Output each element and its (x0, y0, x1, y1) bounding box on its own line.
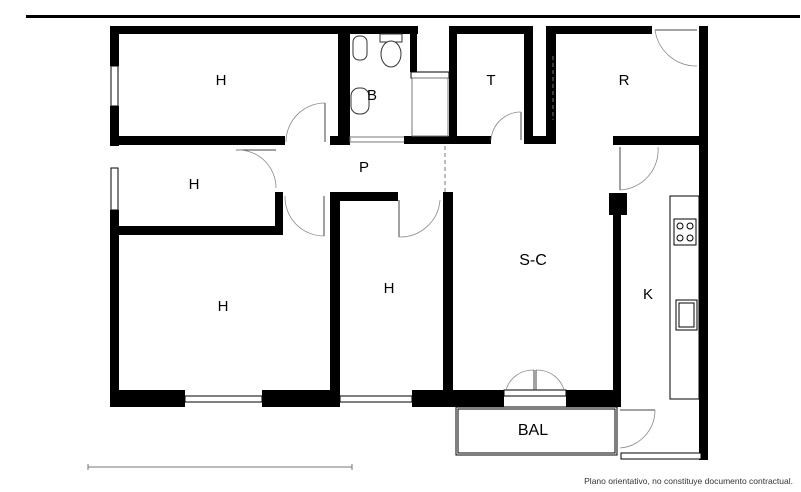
door-bedroom-2 (235, 149, 277, 189)
wall-toilet-storage (524, 26, 533, 142)
wall-bedroom4-top (330, 192, 398, 201)
wall-top-bath (346, 26, 418, 34)
room-label-bedroom-2: H (189, 176, 200, 193)
wall-bottom-bedroom3-left (110, 390, 185, 407)
wall-top-storage (546, 26, 652, 34)
room-label-bedroom-1: H (216, 72, 227, 89)
window-bottom-bedroom3 (184, 395, 263, 403)
door-bedroom-3 (284, 195, 325, 237)
wall-bedroom1-bath (338, 26, 350, 142)
door-balcony (503, 369, 567, 397)
door-bedroom-1 (285, 102, 326, 143)
balcony-outline (455, 406, 618, 456)
wall-storage-left (546, 26, 556, 142)
window-left-mid (110, 167, 119, 211)
window-bottom-bedroom4 (339, 395, 413, 403)
wall-bottom-bedroom3-right (262, 390, 340, 407)
wall-bedroom4-left (330, 192, 340, 407)
wall-left-mid (110, 106, 119, 146)
room-label-balcony: BAL (518, 422, 548, 439)
door-bedroom-4 (398, 199, 441, 238)
window-kitchen-bottom (620, 452, 702, 460)
room-label-kitchen: K (643, 286, 653, 303)
wall-storage-bottom-left (524, 136, 556, 144)
room-label-hallway: P (359, 159, 369, 176)
top-boundary-line (26, 15, 800, 18)
wall-toilet-bottom (449, 136, 491, 144)
window-left-upper (110, 65, 119, 107)
wall-toilet-left (449, 26, 457, 142)
wall-top-toilet (449, 26, 529, 34)
wall-right-kitchen (699, 135, 708, 460)
wall-bottom-living-right (566, 390, 621, 407)
wall-bath-bottom-left (330, 136, 350, 145)
wall-bedroom1-bottom (110, 136, 285, 145)
wall-bath-bottom-thin (349, 136, 411, 143)
wall-left-lower (110, 210, 119, 407)
sink-fixture (350, 87, 370, 115)
door-kitchen (619, 146, 659, 191)
room-label-living-dining: S-C (519, 252, 547, 269)
room-label-bedroom-3: H (218, 298, 229, 315)
door-kitchen-balcony (619, 409, 656, 449)
door-entry (654, 29, 698, 67)
door-toilet (490, 111, 522, 141)
wall-bedroom2-bottom (110, 226, 283, 235)
bidet-fixture (352, 35, 368, 61)
balcony-inner-outline (457, 408, 616, 454)
wall-kitchen-top (613, 136, 708, 145)
toilet-fixture (379, 33, 403, 68)
room-label-storage: R (619, 72, 630, 89)
wall-bath-bottom-right (404, 136, 449, 144)
wall-bedroom4-right (443, 192, 453, 407)
kitchen-counter (669, 195, 700, 400)
disclaimer-text: Plano orientativo, no constituye documen… (584, 476, 793, 486)
toilet-room-fixture (411, 77, 449, 137)
wall-bedroom2-right (275, 192, 283, 232)
wall-left-upper (110, 26, 119, 66)
wall-bath-right-upper (410, 26, 417, 72)
room-label-bedroom-4: H (384, 280, 395, 297)
wall-living-kitchen (613, 193, 621, 396)
wall-right-upper (699, 26, 708, 141)
window-bath-top (410, 71, 450, 79)
room-label-bathroom: B (367, 87, 377, 104)
room-label-toilet: T (486, 72, 495, 89)
scale-bar (87, 464, 353, 470)
wall-bottom-bedroom4-right (412, 390, 504, 407)
wall-top-bedroom-1 (110, 26, 346, 34)
